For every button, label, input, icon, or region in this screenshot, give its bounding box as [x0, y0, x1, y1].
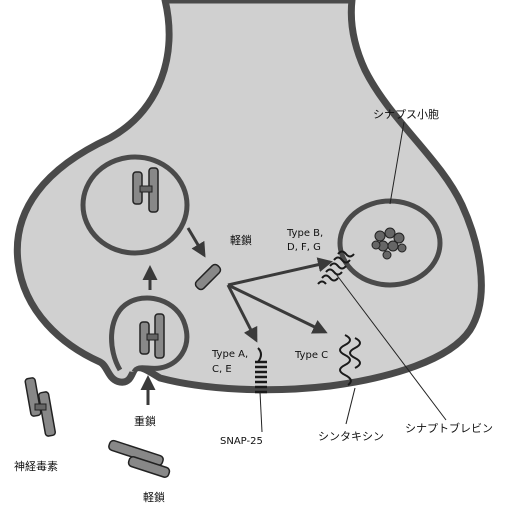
label-type-ae-1: Type A, — [211, 349, 248, 360]
light-chain-pair-bottom — [108, 440, 171, 479]
snap25-coil — [255, 362, 267, 392]
label-neurotoxin: 神経毒素 — [14, 459, 58, 473]
label-type-bdfg-1: Type B, — [286, 228, 323, 239]
label-light-chain-mid: 軽鎖 — [230, 233, 252, 247]
neurotoxin-molecule — [25, 377, 56, 436]
label-heavy-chain: 重鎖 — [134, 414, 156, 428]
leader-snap25 — [260, 392, 262, 432]
synaptic-vesicle — [340, 201, 440, 285]
label-snap25: SNAP-25 — [220, 436, 263, 447]
label-synaptic-vesicle: シナプス小胞 — [373, 108, 439, 121]
endocytic-vesicle — [112, 298, 187, 372]
label-type-bdfg-2: D, F, G — [287, 242, 321, 253]
label-syntaxin: シンタキシン — [318, 430, 384, 443]
leader-syntaxin — [346, 388, 355, 424]
label-type-c: Type C — [294, 350, 328, 361]
label-type-ae-2: C, E — [212, 364, 232, 375]
label-synaptobrevin: シナプトブレビン — [405, 421, 493, 435]
label-light-chain-bottom: 軽鎖 — [143, 490, 165, 504]
endosome-top — [83, 157, 187, 253]
